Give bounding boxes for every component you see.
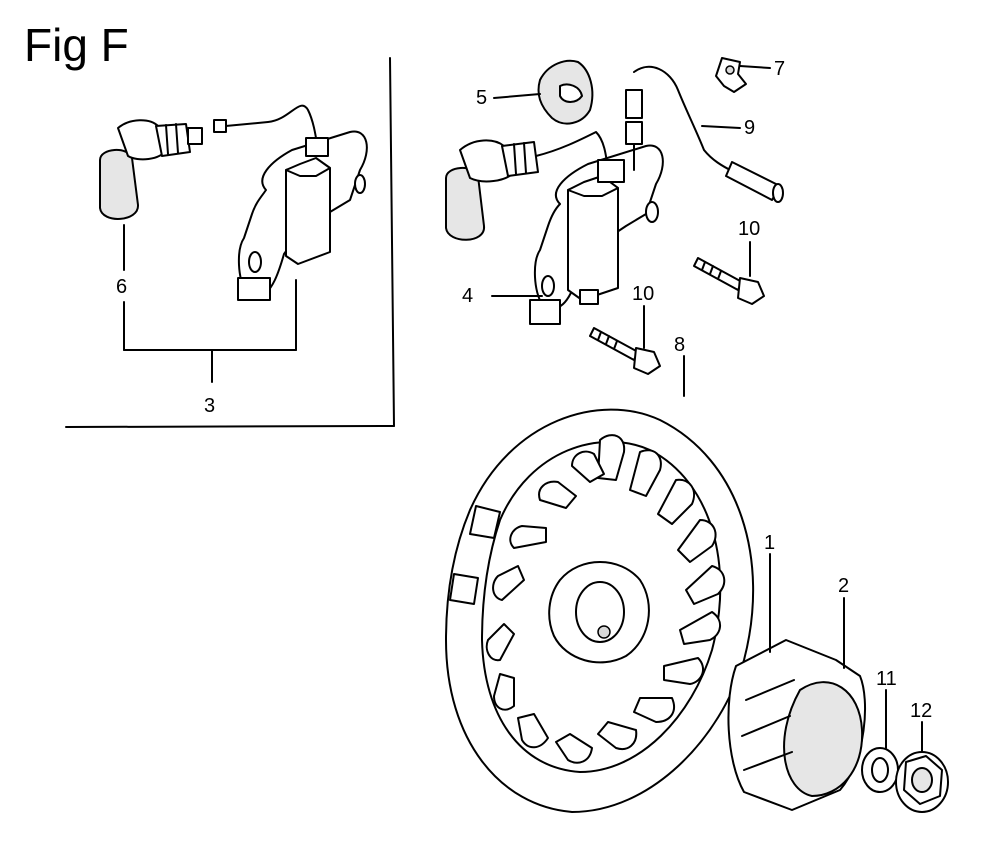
callout-7: 7	[774, 58, 785, 80]
coil-mounting-bolt-lower	[589, 327, 661, 375]
flywheel-outer-notches	[449, 505, 501, 605]
callout-9: 9	[744, 117, 755, 139]
spark-plug-cap	[445, 131, 609, 241]
callout-2: 2	[838, 575, 849, 597]
washer	[861, 747, 899, 793]
callout-3: 3	[204, 395, 215, 417]
figure-title: Fig F	[24, 19, 129, 71]
inset-frame	[65, 57, 395, 428]
callout-10-lower: 10	[632, 283, 654, 305]
inset-callout-bracket	[123, 224, 297, 383]
callout-8: 8	[674, 334, 685, 356]
callout-10-upper: 10	[738, 218, 760, 240]
callout-labels: 1 2 3 4 5 6 7 8 9 10 10 11 12	[116, 58, 932, 722]
inset-ignition-coil	[213, 104, 368, 301]
flywheel-hub	[548, 561, 650, 664]
callout-1: 1	[764, 532, 775, 554]
inset-spark-plug-cap	[99, 119, 203, 220]
ignition-coil	[529, 144, 664, 325]
flywheel	[445, 408, 755, 813]
callout-5: 5	[476, 87, 487, 109]
wire-clip	[715, 57, 747, 93]
callout-11: 11	[876, 668, 897, 690]
callout-12: 12	[910, 700, 932, 722]
wire-connector-cap	[537, 59, 594, 125]
callout-4: 4	[462, 285, 473, 307]
flywheel-fins	[485, 434, 726, 764]
coil-mounting-bolt-upper	[693, 257, 765, 305]
leader-lines	[491, 65, 923, 753]
stop-switch-wire	[625, 65, 784, 203]
starter-pulley	[727, 639, 867, 811]
callout-6: 6	[116, 276, 127, 298]
flange-nut	[895, 751, 949, 813]
